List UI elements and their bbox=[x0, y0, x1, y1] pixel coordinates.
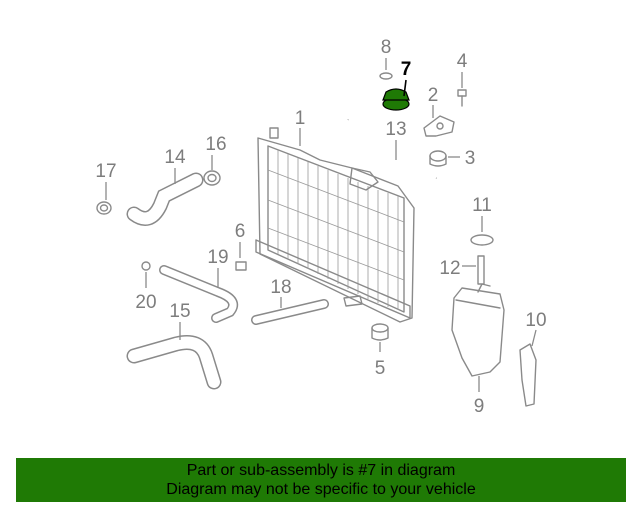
callout-8: 8 bbox=[381, 37, 392, 58]
banner-line-1: Part or sub-assembly is #7 in diagram bbox=[186, 462, 456, 479]
callout-10: 10 bbox=[525, 310, 546, 331]
callout-3: 3 bbox=[465, 148, 476, 169]
callout-17: 17 bbox=[95, 161, 116, 182]
callout-11: 11 bbox=[472, 195, 492, 216]
clip-part-20[interactable] bbox=[141, 261, 151, 271]
callout-6: 6 bbox=[235, 221, 246, 242]
drain-plug-part-6[interactable] bbox=[235, 261, 247, 271]
callout-4: 4 bbox=[457, 51, 468, 72]
callout-9: 9 bbox=[474, 396, 485, 417]
callout-labels: 1 2 3 4 5 6 7 8 9 10 11 12 13 14 15 16 1… bbox=[95, 37, 546, 417]
lower-hose-part-15[interactable] bbox=[126, 335, 222, 390]
parts-diagram: 1 2 3 4 5 6 7 8 9 10 11 12 13 14 15 16 1… bbox=[95, 37, 546, 417]
clamp-part-16[interactable] bbox=[203, 170, 221, 186]
radiator-cap-part-7[interactable] bbox=[382, 88, 410, 111]
tube-part-12[interactable] bbox=[477, 255, 485, 285]
upper-hose-part-14[interactable] bbox=[126, 172, 204, 226]
info-banner: Part or sub-assembly is #7 in diagram Di… bbox=[16, 458, 626, 502]
callout-5: 5 bbox=[375, 358, 386, 379]
callout-12: 12 bbox=[439, 258, 460, 279]
callout-2: 2 bbox=[428, 85, 439, 106]
bolt-part-4[interactable] bbox=[457, 89, 467, 107]
hose-part-18[interactable] bbox=[251, 299, 329, 325]
overflow-hose-part-13[interactable] bbox=[338, 119, 437, 180]
hose-part-19[interactable] bbox=[159, 265, 238, 323]
leader-lines bbox=[105, 58, 537, 392]
tank-cap-part-11[interactable] bbox=[470, 234, 494, 246]
callout-19: 19 bbox=[207, 247, 228, 268]
callout-14: 14 bbox=[164, 147, 186, 168]
callout-20: 20 bbox=[135, 292, 156, 313]
callout-18: 18 bbox=[270, 277, 291, 298]
cushion-part-3[interactable] bbox=[429, 150, 447, 167]
callout-1: 1 bbox=[295, 108, 306, 129]
callout-16: 16 bbox=[205, 134, 226, 155]
callout-15: 15 bbox=[169, 301, 190, 322]
tank-bracket-part-10[interactable] bbox=[519, 343, 537, 407]
cushion-part-5[interactable] bbox=[371, 323, 389, 341]
reserve-tank-part-9[interactable] bbox=[451, 283, 505, 377]
radiator[interactable] bbox=[255, 127, 415, 323]
callout-13: 13 bbox=[385, 119, 406, 140]
callout-7: 7 bbox=[401, 59, 412, 80]
o-ring-part-8[interactable] bbox=[379, 72, 393, 80]
bracket-part-2[interactable] bbox=[423, 115, 455, 137]
clamp-part-17[interactable] bbox=[96, 201, 112, 215]
banner-line-2: Diagram may not be specific to your vehi… bbox=[166, 481, 476, 498]
